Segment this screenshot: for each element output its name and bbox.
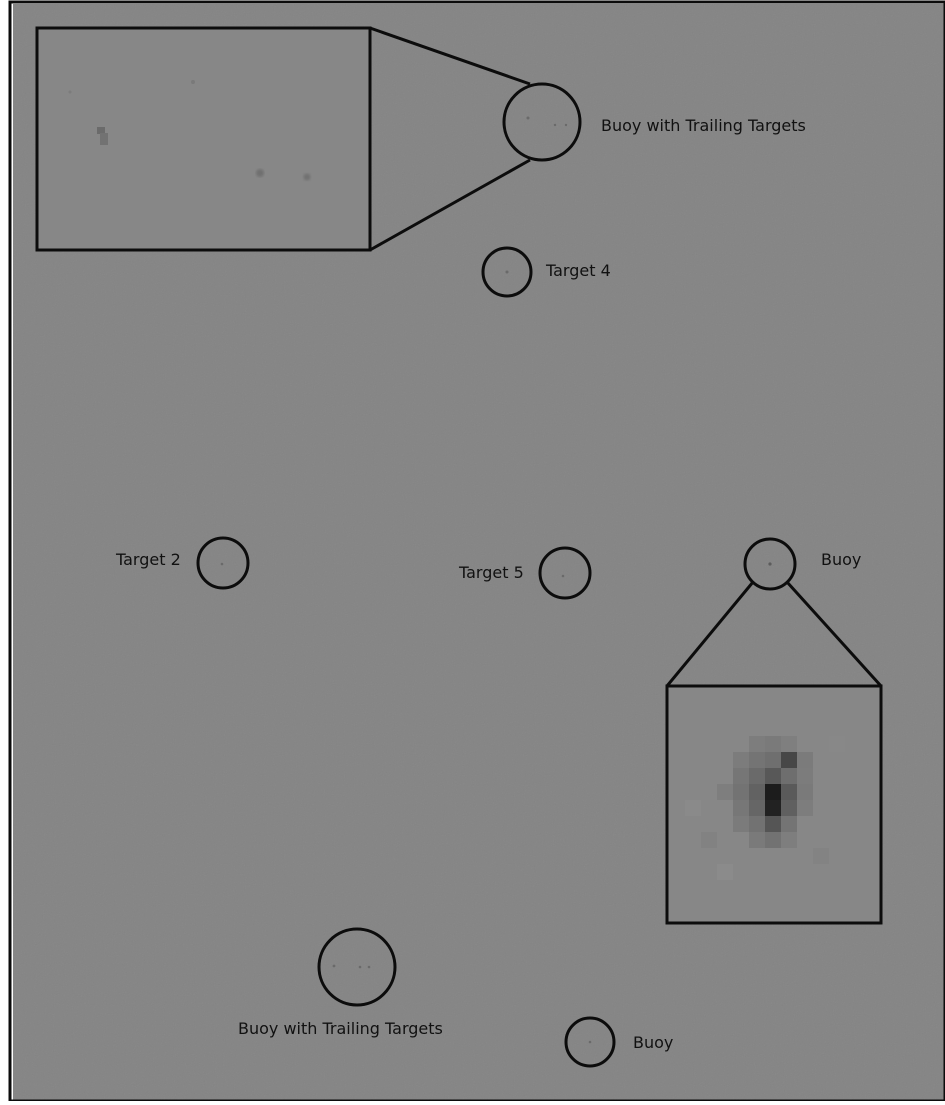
inset-pixel [797,800,813,816]
inset-pixel [797,752,813,768]
inset-pixel [733,768,749,784]
inset-pixel [749,816,765,832]
target-dot [565,124,567,126]
inset-pixel [733,784,749,800]
inset-pixel [829,736,845,752]
inset-pixel [749,784,765,800]
inset-top-speck [191,80,195,84]
inset-pixel [797,768,813,784]
target-dot [506,271,509,274]
inset-pixel [749,832,765,848]
inset-pixel [717,784,733,800]
inset-pixel [765,800,781,816]
inset-pixel [733,816,749,832]
inset-pixel [781,832,797,848]
inset-pixel [765,816,781,832]
inset-pixel [765,736,781,752]
label-buoy-bottom: Buoy [633,1035,673,1051]
target-dot [359,966,362,969]
inset-pixel [765,784,781,800]
target-dot [562,575,565,578]
inset-pixel [717,864,733,880]
inset-pixel [749,800,765,816]
inset-pixel [749,752,765,768]
label-buoy-mid: Buoy [821,552,861,568]
inset-top-speck [69,91,72,94]
inset-pixel [781,752,797,768]
target-dot [554,124,556,126]
label-target-2: Target 2 [116,552,181,568]
inset-pixel [701,832,717,848]
label-target-4: Target 4 [546,263,611,279]
label-buoy-trailing-top: Buoy with Trailing Targets [601,118,806,134]
inset-pixel [749,736,765,752]
target-dot [368,966,371,969]
inset-pixel [781,800,797,816]
inset-top-frame [37,28,370,250]
inset-pixel [781,784,797,800]
target-dot [768,562,771,565]
inset-pixel [765,752,781,768]
inset-top-trailing-target [256,169,264,177]
inset-pixel [781,768,797,784]
inset-top-target-trail [100,133,108,145]
label-buoy-trailing-bottom: Buoy with Trailing Targets [238,1021,443,1037]
inset-pixel [797,784,813,800]
inset-pixel [749,768,765,784]
target-dot [527,117,530,120]
inset-top-trailing-target [304,174,311,181]
target-dot [333,965,336,968]
inset-pixel [685,800,701,816]
target-dot [221,563,224,566]
inset-pixel [781,816,797,832]
target-dot [589,1041,592,1044]
inset-pixel [765,768,781,784]
inset-pixel [813,848,829,864]
inset-pixel [733,800,749,816]
inset-pixel [733,752,749,768]
inset-pixel [781,736,797,752]
inset-top-target [97,127,105,134]
label-target-5: Target 5 [459,565,524,581]
inset-pixel [765,832,781,848]
